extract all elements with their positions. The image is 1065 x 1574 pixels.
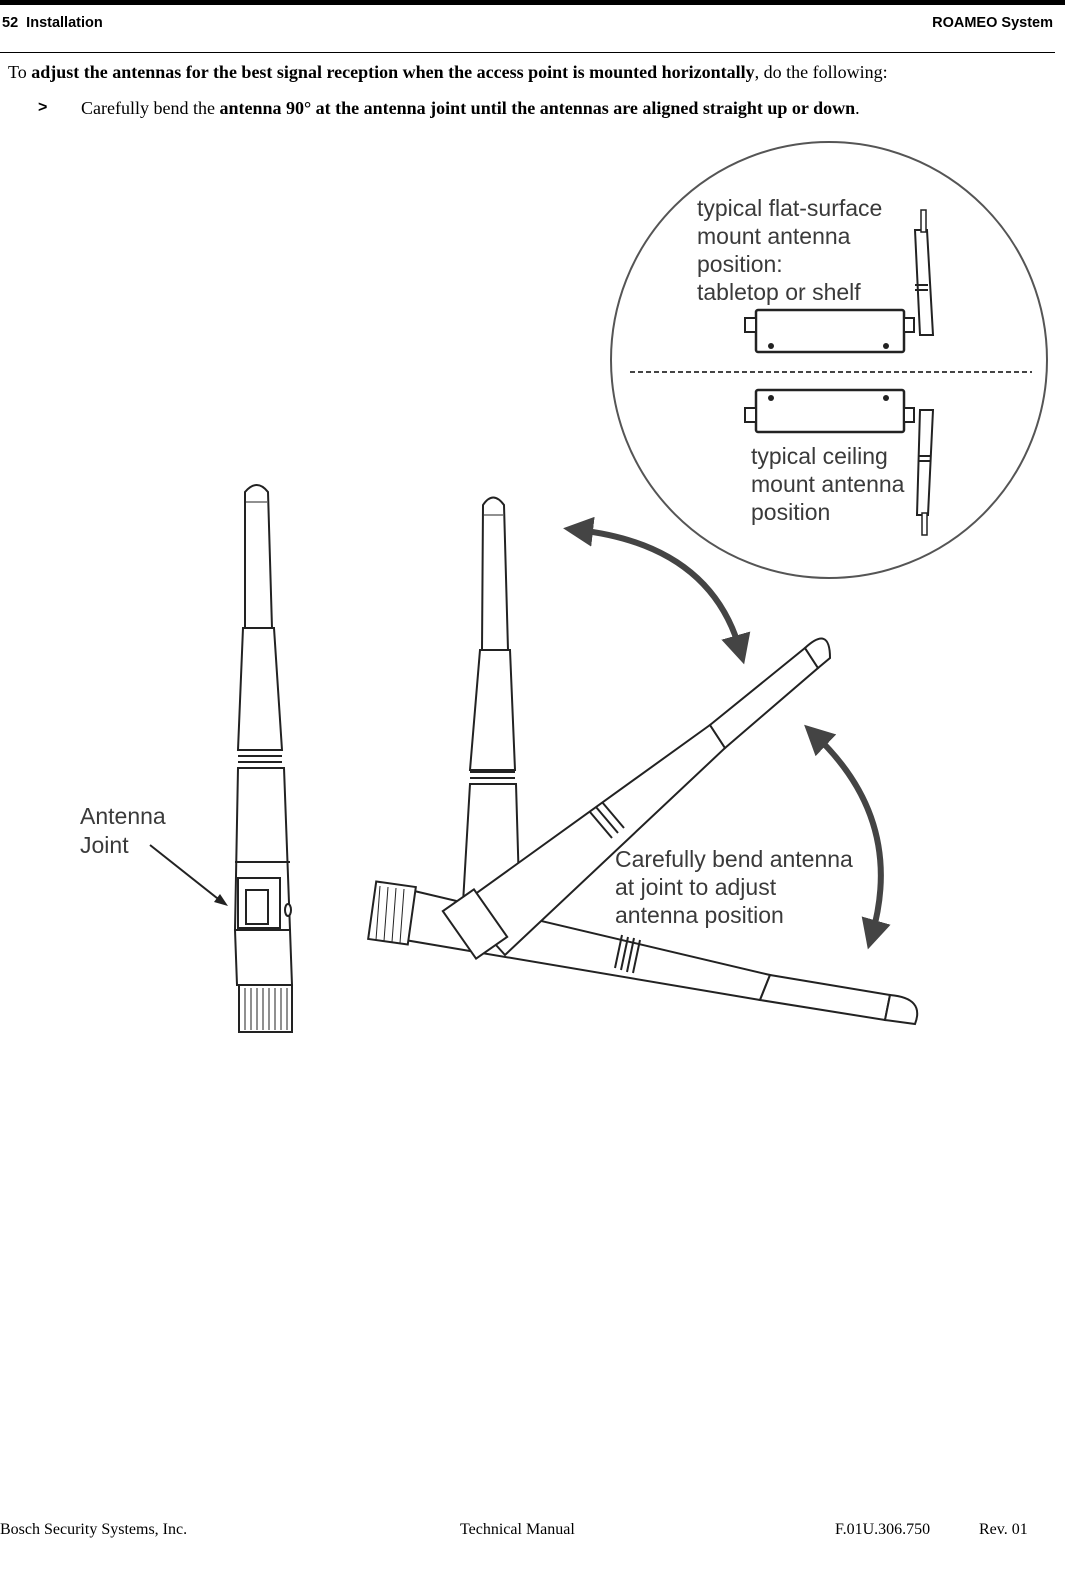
intro-bold: adjust the antennas for the best signal … <box>31 62 755 82</box>
header-divider <box>0 52 1055 53</box>
step-text: Carefully bend the antenna 90° at the an… <box>81 98 860 119</box>
bend-up-arrow <box>563 516 751 665</box>
ceiling-access-point <box>744 388 935 536</box>
step-suffix: . <box>855 98 860 118</box>
inset-bottom-label-3: position <box>751 499 830 525</box>
header-rule <box>0 0 1065 5</box>
straight-antenna <box>233 484 294 1033</box>
inset-bottom-label-2: mount antenna <box>751 471 905 497</box>
joint-label-1: Antenna <box>80 803 166 829</box>
footer-revision: Rev. 01 <box>979 1521 1028 1538</box>
page-number-section: 52 Installation <box>2 15 103 31</box>
inset-top-label-3: position: <box>697 251 783 277</box>
mounting-inset: typical flat-surface mount antenna posit… <box>610 141 1048 579</box>
step-marker: > <box>38 99 48 116</box>
inset-top-label-1: typical flat-surface <box>697 195 882 221</box>
document-title: ROAMEO System <box>932 15 1053 31</box>
intro-paragraph: To adjust the antennas for the best sign… <box>8 62 888 83</box>
joint-pointer-arrow <box>149 844 223 903</box>
bend-label-2: at joint to adjust <box>615 874 777 900</box>
step-bold: antenna 90° at the antenna joint until t… <box>219 98 856 118</box>
intro-suffix: , do the following: <box>754 62 888 82</box>
page-footer: Bosch Security Systems, Inc. Technical M… <box>0 1521 1065 1543</box>
inset-bottom-label-1: typical ceiling <box>751 443 888 469</box>
antenna-figure: typical flat-surface mount antenna posit… <box>80 141 1048 1033</box>
page-header: 52 Installation ROAMEO System <box>2 15 1053 35</box>
joint-label-2: Joint <box>80 832 129 858</box>
step-prefix: Carefully bend the <box>81 98 220 118</box>
inset-top-label-2: mount antenna <box>697 223 851 249</box>
footer-doc-number: F.01U.306.750 <box>835 1521 931 1538</box>
intro-prefix: To <box>8 62 32 82</box>
inset-top-label-4: tabletop or shelf <box>697 279 861 305</box>
footer-company: Bosch Security Systems, Inc. <box>0 1521 188 1538</box>
tabletop-access-point <box>744 209 935 354</box>
bent-antenna-assembly <box>367 496 919 1026</box>
bend-down-arrow <box>804 724 891 950</box>
bend-label-3: antenna position <box>615 902 784 928</box>
bend-label-1: Carefully bend antenna <box>615 846 853 872</box>
footer-doc-type: Technical Manual <box>460 1521 575 1538</box>
